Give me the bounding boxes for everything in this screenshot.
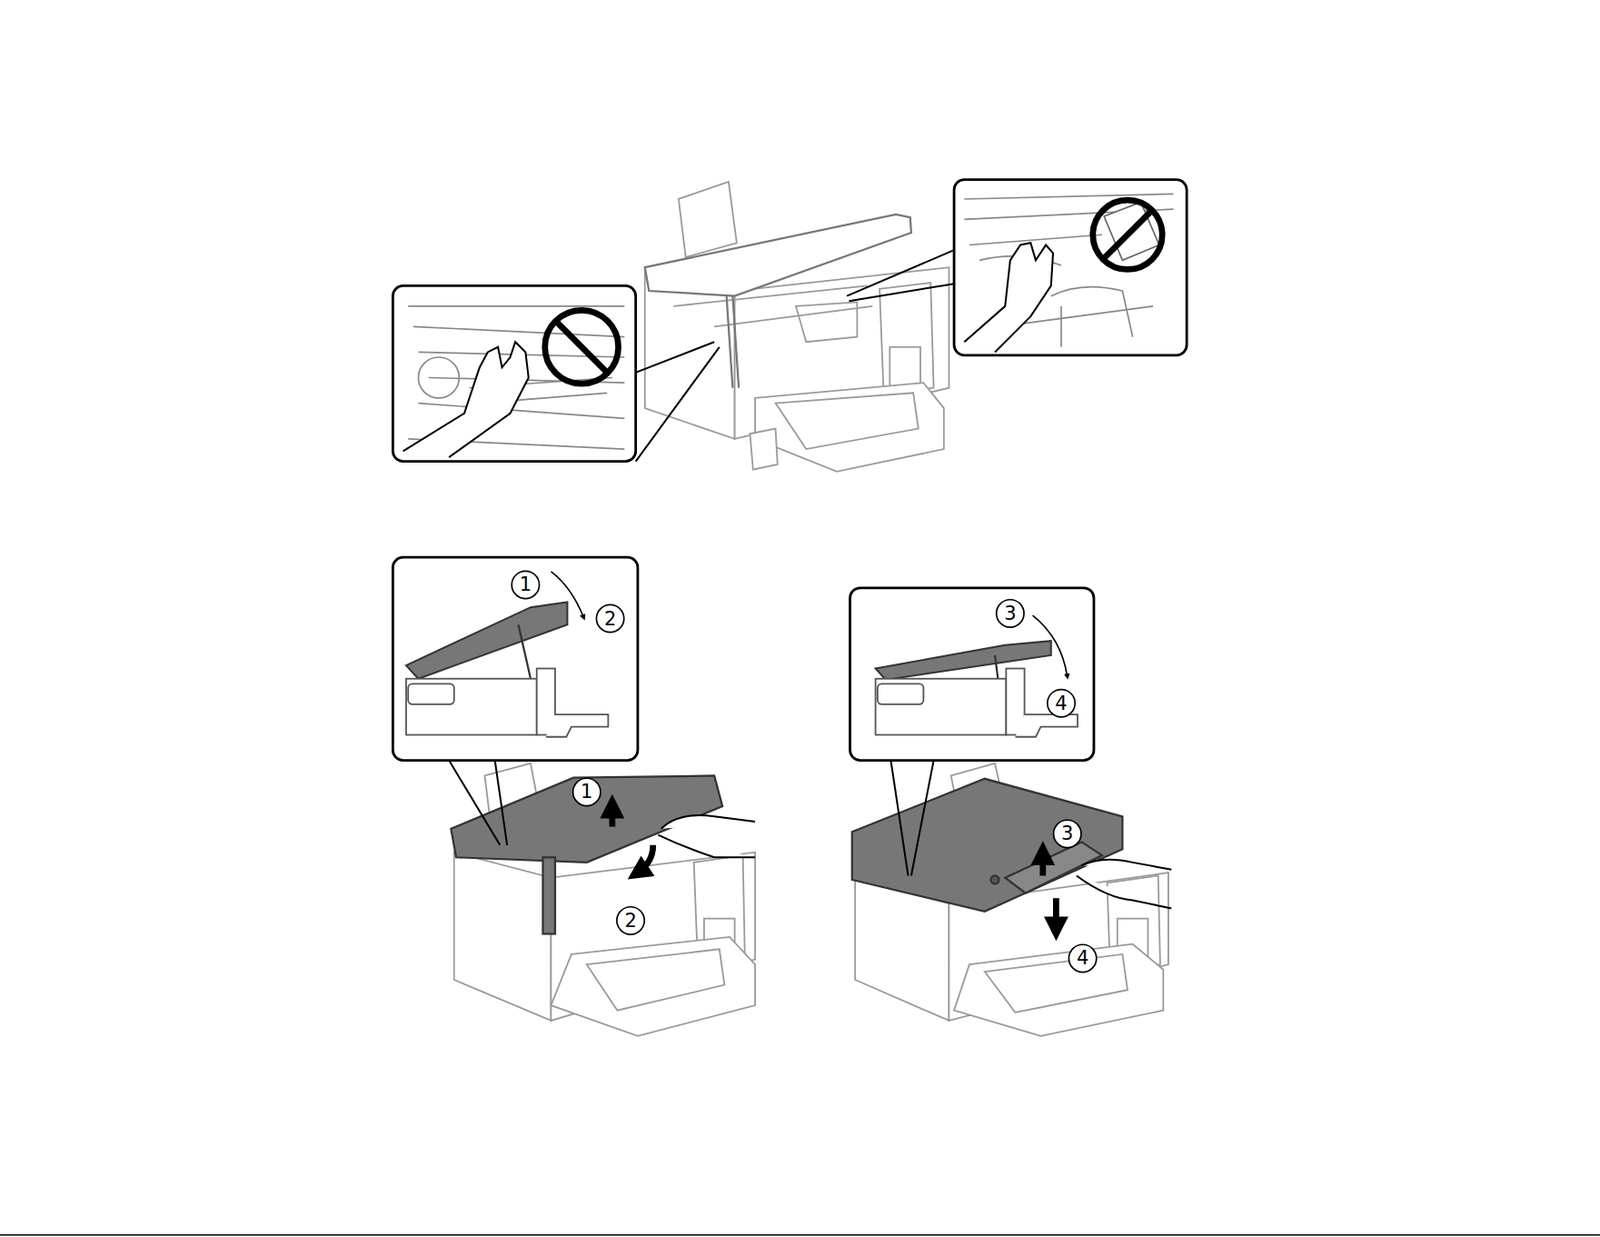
printer-open [645, 181, 950, 472]
scanner-lid-closed [852, 778, 1123, 912]
inset-left-top [392, 285, 719, 461]
callout-number: 3 [1003, 603, 1016, 623]
line-art [636, 341, 715, 373]
line-art [550, 571, 584, 618]
line-art [877, 683, 925, 704]
line-art [846, 249, 955, 297]
line-art [545, 309, 619, 384]
line-art [954, 179, 1187, 356]
line-art [1093, 199, 1163, 269]
callout-circle [573, 777, 601, 805]
line-art [879, 282, 935, 394]
line-art [963, 242, 1054, 352]
line-art [875, 668, 1078, 737]
line-art [991, 874, 1000, 884]
scanner-lid-left [450, 775, 723, 934]
line-art [645, 214, 912, 297]
line-art [392, 556, 638, 760]
line-art [726, 296, 734, 388]
callout-circle [1068, 944, 1096, 972]
line-art [749, 428, 777, 470]
callout-number: 3 [1061, 824, 1074, 844]
callout-number: 2 [604, 608, 617, 628]
line-art [954, 944, 1163, 1036]
line-art [852, 778, 1123, 912]
callout-number: 4 [1076, 948, 1089, 968]
arrow-down [637, 844, 654, 873]
callout-circle [511, 570, 539, 598]
line-art [755, 382, 945, 472]
line-art [406, 668, 608, 737]
line-art [556, 321, 607, 373]
line-art [448, 760, 500, 845]
callout-number: 1 [580, 782, 593, 802]
line-art [454, 852, 552, 1021]
line-art [889, 347, 921, 388]
inset-right-top [846, 179, 1187, 356]
line-art [518, 624, 531, 679]
line-art [392, 285, 636, 461]
line-art [417, 357, 459, 398]
callout-circle [1053, 819, 1082, 847]
line-art [406, 678, 537, 736]
line-art [1033, 615, 1068, 676]
hand [657, 814, 756, 857]
callout-number: 2 [624, 910, 637, 930]
line-art [1014, 714, 1078, 737]
line-art [911, 760, 935, 876]
line-art [403, 341, 529, 458]
line-art [890, 760, 908, 876]
line-art [586, 948, 726, 1010]
line-art [848, 283, 955, 301]
callout-circle [1047, 689, 1075, 717]
line-art [407, 683, 455, 704]
arrow-up [1039, 853, 1046, 876]
line-art [1004, 841, 1103, 893]
line-art [636, 347, 720, 462]
line-art [550, 936, 756, 1036]
inset-left-bottom [392, 556, 638, 845]
line-art [994, 655, 998, 679]
page-rule [0, 1233, 1600, 1236]
callout-circles [511, 570, 1097, 972]
scanner-lid-open [645, 214, 912, 388]
line-art [678, 181, 737, 258]
line-art [406, 602, 567, 679]
callout-circle [596, 604, 624, 632]
line-art [984, 954, 1128, 1013]
line-art [875, 678, 1007, 736]
hand [1076, 859, 1172, 909]
line-art [542, 856, 555, 934]
line-art [495, 760, 507, 845]
arrow-up [608, 805, 616, 826]
line-art [546, 714, 609, 737]
callout-circle [616, 906, 645, 935]
callout-number: 4 [1054, 693, 1067, 713]
callout-number: 1 [519, 575, 532, 595]
line-art [1103, 209, 1153, 259]
inset-right-bottom [850, 587, 1094, 876]
line-art [732, 296, 739, 388]
line-art [850, 587, 1094, 761]
arrow-down [1053, 897, 1060, 929]
line-art [775, 392, 919, 449]
callout-circle [996, 599, 1024, 627]
